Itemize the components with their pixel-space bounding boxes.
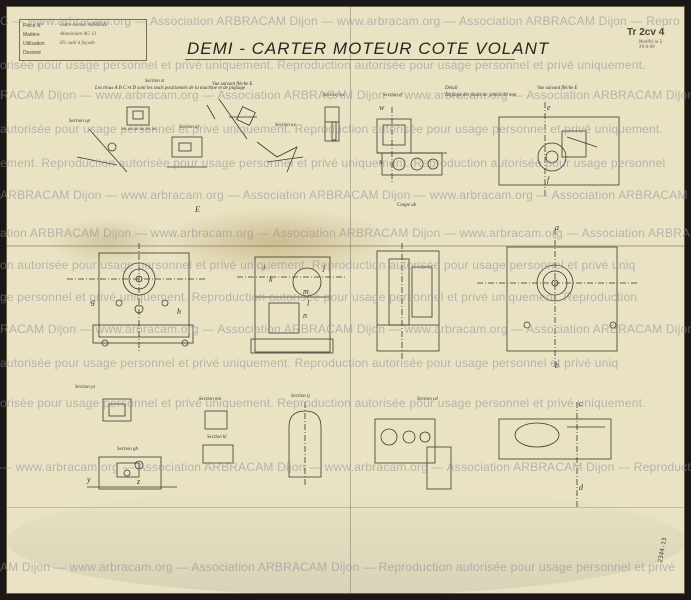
coupe-ab-right	[477, 229, 637, 367]
section-uv-view	[256, 141, 304, 173]
section-mn-view	[204, 410, 228, 430]
main-view-middle	[237, 256, 347, 354]
cut-letter-n: n	[303, 311, 307, 320]
detail-view	[498, 102, 620, 197]
cut-letter-z: z	[137, 477, 141, 486]
section-qr-view	[167, 136, 207, 168]
title-block: Pièce N° cadre moteur ARRIÈRE Matière Al…	[19, 19, 147, 61]
title-block-value: Aluminium AG 13	[60, 32, 97, 37]
section-label-qr: Section qr	[179, 125, 200, 130]
title-underline	[185, 59, 515, 60]
fold-line	[7, 507, 684, 508]
section-label-cd: Section cd	[417, 397, 438, 402]
fold-line	[350, 7, 351, 593]
section-label-yz: Section yz	[75, 385, 96, 390]
section-label-st: Section st	[145, 79, 165, 84]
title-block-label: Matière	[23, 32, 40, 38]
section-ef-view	[376, 107, 447, 182]
fold-line	[7, 245, 684, 247]
detail-note: Réglage des plans de joint à 40 mm	[445, 93, 517, 98]
section-gh-view	[87, 456, 177, 490]
cut-letter-k: k	[269, 275, 273, 284]
section-op-view	[76, 128, 128, 173]
cut-letter-h: h	[177, 307, 181, 316]
drawing-number: Tr 2cv 4	[627, 27, 665, 38]
section-label-wx: Section wx	[323, 93, 345, 98]
cut-letter-a: a	[555, 223, 559, 232]
section-st-view	[122, 106, 157, 130]
section-label-ij: Section ij	[291, 394, 310, 399]
cut-letter-y: y	[87, 475, 91, 484]
title-block-value: cadre moteur ARRIÈRE	[60, 23, 108, 28]
section-label-gh: Section gh	[117, 447, 138, 452]
modification-stamp: Modifié le 2 29-4-49	[639, 39, 662, 49]
coupe-ab-left	[376, 243, 440, 359]
cut-letter-w: w	[379, 103, 385, 112]
cut-letter-b: b	[555, 361, 559, 370]
cut-letter-x: x	[379, 157, 383, 166]
section-label-kl: Section kl	[207, 435, 227, 440]
drawing-sheet: Pièce N° cadre moteur ARRIÈRE Matière Al…	[6, 6, 685, 594]
cut-letter-m: m	[303, 287, 309, 296]
section-label-vue: Vue suivant flèche E	[537, 86, 578, 91]
section-kl-view	[202, 444, 234, 464]
cut-letter-d: d	[579, 483, 583, 492]
stamp-line: Modifié le 2	[639, 39, 663, 44]
section-label-uv: Section uv	[275, 123, 296, 128]
section-note: Les trous A B C et D sont les seuls posi…	[95, 86, 246, 91]
section-label-mn: Section mn	[199, 397, 222, 402]
cut-letter-f: f	[547, 175, 550, 184]
cut-letter-c: c	[579, 399, 583, 408]
vue-fleche-e	[206, 98, 257, 140]
cut-letter-e: e	[547, 103, 551, 112]
section-wx-view	[324, 106, 340, 142]
title-block-value: Ø1 outil à façade	[60, 41, 95, 46]
cut-letter-l: l	[307, 299, 310, 308]
technical-drawing	[67, 98, 637, 507]
view-letter-e: E	[195, 205, 200, 214]
section-ij-view	[288, 402, 322, 487]
section-label-ab: Coupe ab	[397, 203, 417, 208]
stamp-line: 29-4-49	[639, 44, 655, 49]
lower-right-view	[498, 402, 612, 507]
title-block-label: Utilisation	[23, 41, 45, 47]
section-label-detail: Détail	[445, 86, 458, 91]
drawing-title: DEMI - CARTER MOTEUR COTE VOLANT	[187, 39, 550, 58]
cut-letter-j: j	[323, 263, 326, 272]
cut-letter-g: g	[91, 297, 95, 306]
main-view-left	[67, 243, 207, 352]
section-cd-view	[374, 418, 452, 490]
title-block-label: Dessiné	[23, 50, 42, 56]
section-yz-view	[102, 398, 132, 422]
title-block-label: Pièce N°	[23, 23, 43, 29]
section-label-fleche-e: Vue suivant flèche E	[212, 82, 253, 87]
cut-letter-i: i	[263, 263, 266, 272]
section-label-ef: Section ef	[383, 93, 403, 98]
section-label-op: Section op	[69, 119, 90, 124]
